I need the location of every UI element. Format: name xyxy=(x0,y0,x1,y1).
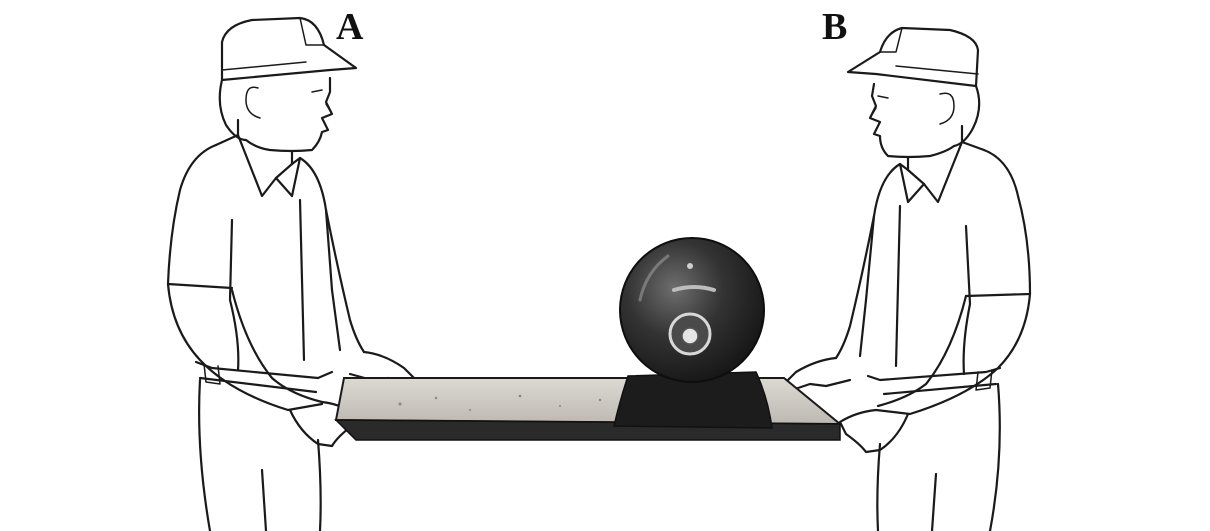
person-b-far-hand xyxy=(782,356,852,392)
person-a-shirt xyxy=(166,143,234,290)
person-a-legs xyxy=(198,378,212,531)
person-b-near-arm xyxy=(874,292,1032,416)
person-b-collar xyxy=(922,140,986,204)
person-b-ear xyxy=(939,92,955,125)
person-a-collar xyxy=(214,133,278,198)
motor-hub-inner xyxy=(681,327,699,345)
person-a-head xyxy=(218,76,334,153)
person-a-near-arm xyxy=(166,282,324,412)
person-a-ear xyxy=(245,86,261,119)
person-a-label: A xyxy=(336,6,364,48)
person-b-shirt xyxy=(964,148,1032,298)
person-a-far-arm xyxy=(324,208,366,354)
person-b-legs xyxy=(988,382,1001,531)
person-b-head xyxy=(868,82,981,159)
person-b-far-arm xyxy=(834,214,876,360)
motor-base xyxy=(613,371,773,429)
person-b-near-hand xyxy=(838,408,910,454)
person-b-figure xyxy=(782,26,1032,531)
person-b-cap xyxy=(846,26,980,88)
motor-housing xyxy=(619,237,765,383)
person-b-label: B xyxy=(822,6,848,48)
motor-load xyxy=(613,237,773,429)
motor-vent xyxy=(672,285,716,292)
person-a-figure xyxy=(166,16,416,531)
